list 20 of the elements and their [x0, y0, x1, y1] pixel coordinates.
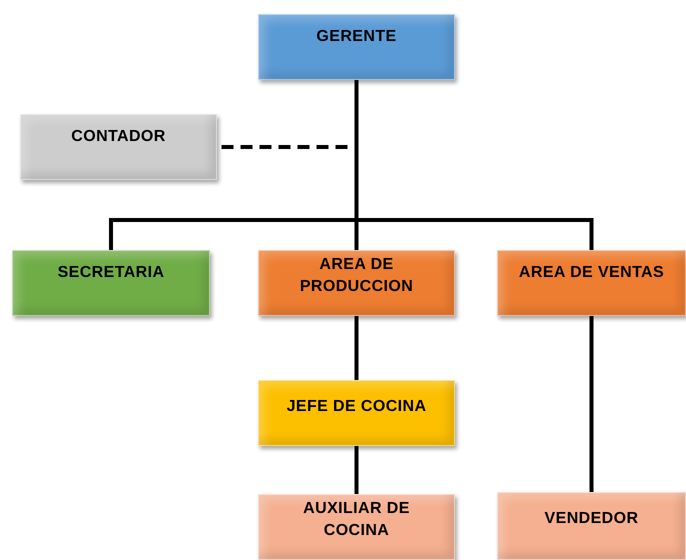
- box-label: JEFE DE COCINA: [286, 397, 426, 417]
- box-label: CONTADOR: [71, 127, 166, 147]
- org-box: [12, 250, 210, 316]
- box-label: AUXILIAR DE COCINA: [302, 499, 411, 542]
- org-box: [497, 492, 686, 560]
- connector-line: [354, 446, 358, 494]
- org-box: [258, 14, 455, 80]
- box-label: AREA DE PRODUCCION: [298, 255, 414, 298]
- org-box: [20, 114, 217, 180]
- org-box: [497, 250, 686, 316]
- org-box: [258, 494, 455, 560]
- box-label: GERENTE: [316, 27, 397, 47]
- connector-line: [354, 316, 358, 380]
- connector-line: [354, 80, 594, 250]
- box-label: VENDEDOR: [544, 509, 638, 529]
- box-label: AREA DE VENTAS: [518, 263, 664, 283]
- box-label: SECRETARIA: [58, 263, 164, 283]
- connector-line: [590, 316, 594, 492]
- org-box: [258, 380, 455, 446]
- org-box: [258, 250, 455, 316]
